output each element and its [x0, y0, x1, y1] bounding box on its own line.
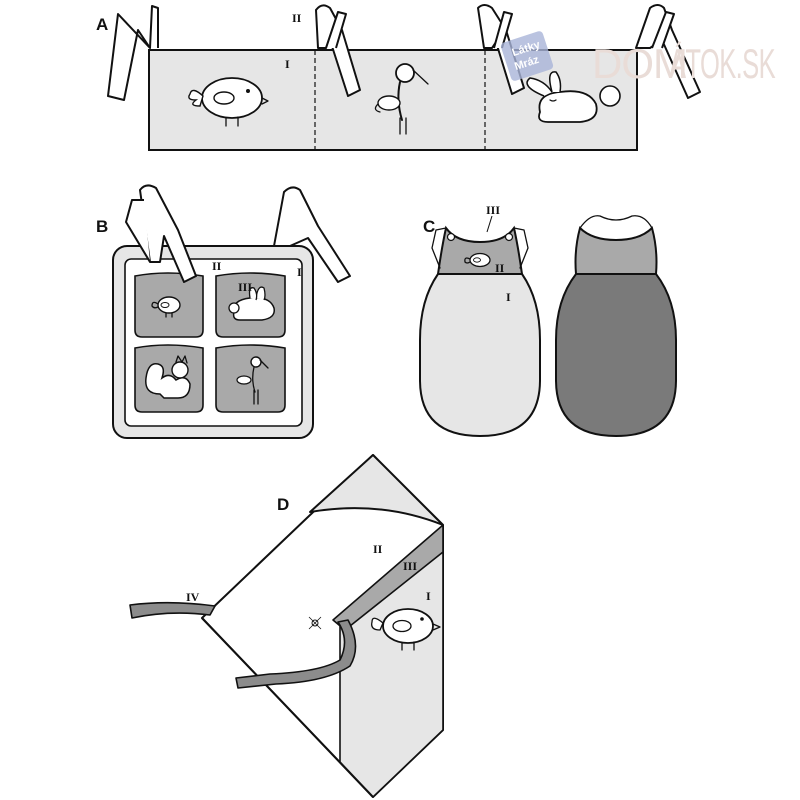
- figure-c: C III II I: [419, 203, 677, 438]
- figure-a-tie-4: [635, 4, 701, 99]
- figure-d-hood: [309, 454, 444, 526]
- figure-a-tie-2: [315, 4, 361, 97]
- figure-c-label-ii: II: [495, 261, 505, 275]
- squirrel-appliqué-icon: [145, 355, 191, 399]
- figure-a-letter: A: [96, 15, 108, 34]
- figure-d-label-iv: IV: [186, 590, 200, 604]
- bunny-appliqué-icon: [526, 71, 621, 123]
- stork-appliqué-icon: [236, 356, 269, 405]
- watermark: Látky Mráz DOM ÁTOK.SK: [500, 31, 777, 87]
- rabbit-appliqué-icon: [228, 286, 275, 321]
- figure-d-label-ii: II: [373, 542, 383, 556]
- figure-a-tie-1: [107, 5, 159, 101]
- figure-b-label-iii: III: [238, 280, 252, 294]
- watermark-badge: [500, 31, 554, 81]
- figure-c-sleeping-bag-front: [419, 225, 541, 438]
- figure-d-label-i: I: [426, 589, 431, 603]
- stork-appliqué-icon: [374, 63, 429, 135]
- figure-b-tie-1: [125, 184, 197, 283]
- figure-b-label-i: I: [297, 265, 302, 279]
- bird-appliqué-icon: [371, 608, 441, 651]
- figure-d-blanket-edge: [201, 617, 374, 798]
- figure-a-label-ii: II: [292, 11, 302, 25]
- watermark-text-right: ÁTOK.SK: [669, 40, 776, 87]
- figure-b-label-ii: II: [212, 259, 222, 273]
- figure-c-label-i: I: [506, 290, 511, 304]
- figure-a: A: [96, 4, 777, 151]
- figure-d-letter: D: [277, 495, 289, 514]
- figure-d-ribbon: [235, 619, 357, 689]
- watermark-text-left: DOM: [592, 40, 687, 87]
- figure-d-label-iii: III: [403, 559, 417, 573]
- chick-appliqué-icon: [151, 296, 181, 318]
- figure-a-label-i: I: [285, 57, 290, 71]
- figure-d: D II III I IV: [129, 454, 444, 798]
- snap-marker-icon: [308, 616, 322, 630]
- figure-d-tie: [129, 601, 216, 619]
- figure-c-letter: C: [423, 217, 435, 236]
- bird-appliqué-icon: [188, 77, 269, 127]
- figure-b-letter: B: [96, 217, 108, 236]
- figure-b-tie-2: [273, 186, 351, 283]
- figure-c-sleeping-bag-back: [555, 215, 677, 438]
- figure-b: B: [96, 184, 351, 439]
- bird-appliqué-icon: [464, 252, 491, 268]
- figure-c-label-iii: III: [486, 203, 500, 217]
